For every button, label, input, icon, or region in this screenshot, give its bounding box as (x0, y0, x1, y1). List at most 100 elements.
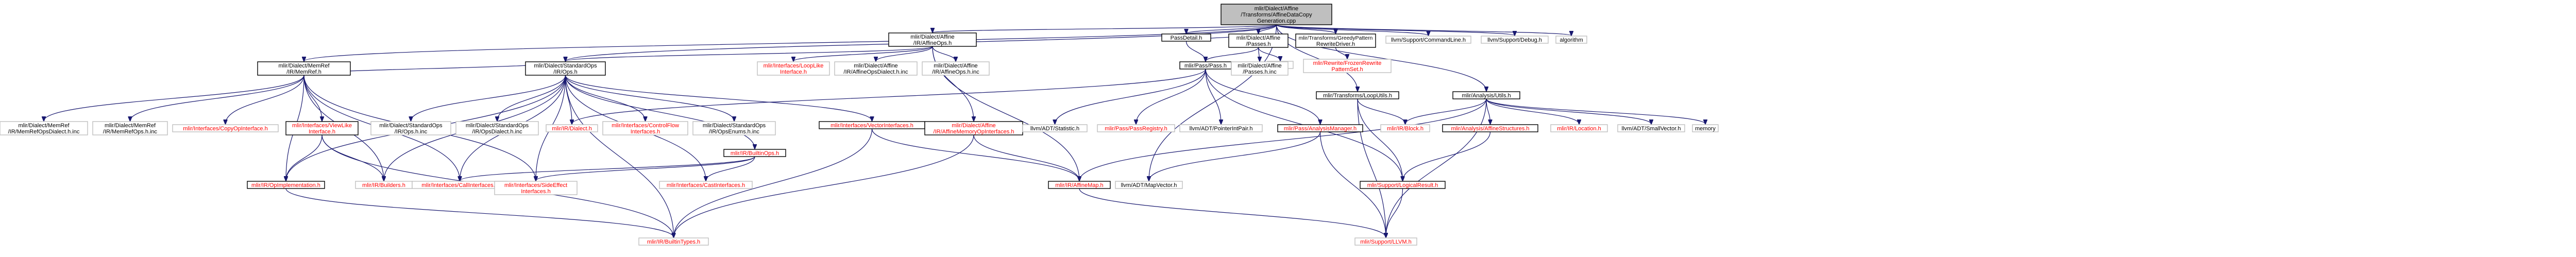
edge-passdetail-to-passh (1185, 41, 1206, 61)
node-label-line: mlir/Dialect/StandardOps (466, 123, 529, 129)
node-passregistry[interactable]: mlir/Pass/PassRegistry.h (1097, 124, 1175, 132)
node-memrefopsinc[interactable]: mlir/Dialect/MemRef/IR/MemRefOps.h.inc (92, 121, 168, 135)
edge-passh-to-passregistry (1136, 68, 1206, 124)
node-label-line: mlir/IR/BuiltinOps.h (731, 150, 779, 157)
node-memref[interactable]: mlir/Dialect/MemRef/IR/MemRef.h (257, 61, 351, 76)
node-memory[interactable]: memory (1692, 124, 1719, 132)
node-affopsinc[interactable]: mlir/Dialect/Affine/IR/AffineOps.h.inc (922, 61, 990, 76)
node-box (525, 61, 606, 76)
node-box (1221, 4, 1332, 25)
node-builders[interactable]: mlir/IR/Builders.h (355, 181, 413, 189)
node-label-line: mlir/Dialect/StandardOps (379, 123, 443, 129)
node-callif[interactable]: mlir/Interfaces/CallInterfaces.h (412, 181, 508, 189)
node-analysismgr[interactable]: mlir/Pass/AnalysisManager.h (1277, 124, 1363, 132)
node-label-line: /Transforms/AffineDataCopy (1241, 12, 1312, 18)
node-stdenums[interactable]: mlir/Dialect/StandardOps/IR/OpsEnums.h.i… (692, 121, 776, 135)
node-box (602, 121, 688, 135)
edge-root-to-algorithm (1276, 24, 1572, 36)
node-supportllvm[interactable]: mlir/Support/LLVM.h (1354, 237, 1417, 246)
node-block[interactable]: mlir/IR/Block.h (1380, 124, 1430, 132)
node-affmemop[interactable]: mlir/Dialect/Affine/IR/AffineMemoryOpInt… (924, 121, 1023, 135)
edge-looputils-to-logicalresult (1357, 98, 1403, 181)
node-label-line: mlir/Transforms/GreedyPattern (1299, 35, 1373, 41)
node-label-line: Generation.cpp (1257, 18, 1296, 24)
node-label-line: mlir/Interfaces/ViewLike (292, 123, 352, 129)
edge-root-to-greedy (1276, 24, 1336, 33)
node-stdopsinc[interactable]: mlir/Dialect/StandardOps/IR/Ops.h.inc (370, 121, 451, 135)
node-builtintypes[interactable]: mlir/IR/BuiltinTypes.h (638, 237, 709, 246)
edge-stdops-to-stdenums (565, 75, 735, 121)
node-analysisutils[interactable]: mlir/Analysis/Utils.h (1452, 91, 1520, 99)
edge-root-to-memref (304, 24, 1277, 61)
edge-analysisutils-to-block (1405, 98, 1487, 124)
node-box (1097, 124, 1175, 132)
node-dialect[interactable]: mlir/IR/Dialect.h (546, 124, 598, 132)
node-castif[interactable]: mlir/Interfaces/CastInterfaces.h (659, 181, 753, 189)
node-label-line: mlir/Interfaces/CallInterfaces.h (421, 182, 498, 189)
edge-root-to-mapvector (1149, 24, 1277, 181)
edge-greedy-to-frozen (1335, 47, 1348, 59)
node-logicalresult[interactable]: mlir/Support/LogicalResult.h (1360, 181, 1446, 189)
node-box (1481, 36, 1549, 44)
node-box (1385, 36, 1471, 44)
node-stddialectinc[interactable]: mlir/Dialect/StandardOps/IR/OpsDialect.h… (455, 121, 539, 135)
node-box (834, 61, 918, 76)
node-root[interactable]: mlir/Dialect/Affine/Transforms/AffineDat… (1221, 4, 1332, 25)
node-label-line: mlir/Rewrite/FrozenRewrite (1313, 60, 1382, 66)
node-mapvector[interactable]: llvm/ADT/MapVector.h (1115, 181, 1183, 189)
node-memrefdialectinc[interactable]: mlir/Dialect/MemRef/IR/MemRefOpsDialect.… (0, 121, 88, 135)
node-affinepasses2[interactable]: mlir/Dialect/Affine/Passes.h.inc (1231, 61, 1289, 76)
node-label-line: mlir/IR/Location.h (1557, 126, 1601, 132)
edge-memref-to-memrefopsinc (130, 75, 304, 121)
node-box (0, 121, 88, 135)
node-builtinops[interactable]: mlir/IR/BuiltinOps.h (723, 149, 786, 157)
node-affinemap[interactable]: mlir/IR/AffineMap.h (1048, 181, 1111, 189)
node-passdetail[interactable]: PassDetail.h (1161, 33, 1211, 42)
node-box (1161, 33, 1211, 42)
edge-affinepasses-to-limits (1258, 47, 1281, 61)
edge-passh-to-dialect (572, 68, 1206, 124)
node-stdops[interactable]: mlir/Dialect/StandardOps/IR/Ops.h (525, 61, 606, 76)
node-smallvector[interactable]: llvm/ADT/SmallVector.h (1617, 124, 1685, 132)
node-statistic[interactable]: llvm/ADT/Statistic.h (1022, 124, 1088, 132)
edge-affinepasses-to-passh (1206, 47, 1259, 61)
node-debug[interactable]: llvm/Support/Debug.h (1481, 36, 1549, 44)
node-passh[interactable]: mlir/Pass/Pass.h (1179, 61, 1232, 70)
edge-builtinops-to-callif (460, 156, 755, 181)
node-algorithm[interactable]: algorithm (1555, 36, 1587, 44)
node-box (1617, 124, 1685, 132)
node-label-line: /IR/MemRef.h (286, 69, 321, 75)
node-affstruct[interactable]: mlir/Analysis/AffineStructures.h (1442, 124, 1538, 132)
node-label-line: mlir/Analysis/AffineStructures.h (1451, 126, 1529, 132)
node-box (1452, 91, 1520, 99)
node-label-line: mlir/Dialect/StandardOps (534, 63, 597, 69)
node-location[interactable]: mlir/IR/Location.h (1550, 124, 1608, 132)
node-affinepasses[interactable]: mlir/Dialect/Affine/Passes.h (1228, 33, 1289, 48)
node-label-line: /IR/MemRefOps.h.inc (103, 129, 158, 135)
edge-affinepasses-to-affinepasses2 (1259, 47, 1260, 61)
node-affineops[interactable]: mlir/Dialect/Affine/IR/AffineOps.h (888, 32, 977, 47)
edge-analysismgr-to-mapvector (1149, 131, 1321, 181)
node-label-line: /IR/AffineMemoryOpInterfaces.h (934, 129, 1014, 135)
node-copyop[interactable]: mlir/Interfaces/CopyOpInterface.h (172, 124, 279, 132)
edge-analysismgr-to-supportllvm (1319, 131, 1386, 237)
node-box (1380, 124, 1430, 132)
node-greedy[interactable]: mlir/Transforms/GreedyPatternRewriteDriv… (1295, 33, 1376, 48)
node-box (1115, 181, 1183, 189)
edge-affineops-to-stdops (566, 46, 933, 61)
node-label-line: mlir/IR/BuiltinTypes.h (647, 239, 700, 245)
node-vectorif[interactable]: mlir/Interfaces/VectorInterfaces.h (819, 121, 925, 129)
node-affdialectinc[interactable]: mlir/Dialect/Affine/IR/AffineOpsDialect.… (834, 61, 918, 76)
edge-looputils-to-block (1357, 98, 1405, 124)
node-label-line: mlir/IR/OpImplementation.h (251, 182, 320, 189)
node-cmdline[interactable]: llvm/Support/CommandLine.h (1385, 36, 1471, 44)
node-opimpl[interactable]: mlir/IR/OpImplementation.h (247, 181, 325, 189)
edge-vectorif-to-affinemap (871, 128, 1080, 181)
node-looputils[interactable]: mlir/Transforms/LoopUtils.h (1316, 91, 1399, 99)
node-ptrintpair[interactable]: llvm/ADT/PointerIntPair.h (1179, 124, 1263, 132)
